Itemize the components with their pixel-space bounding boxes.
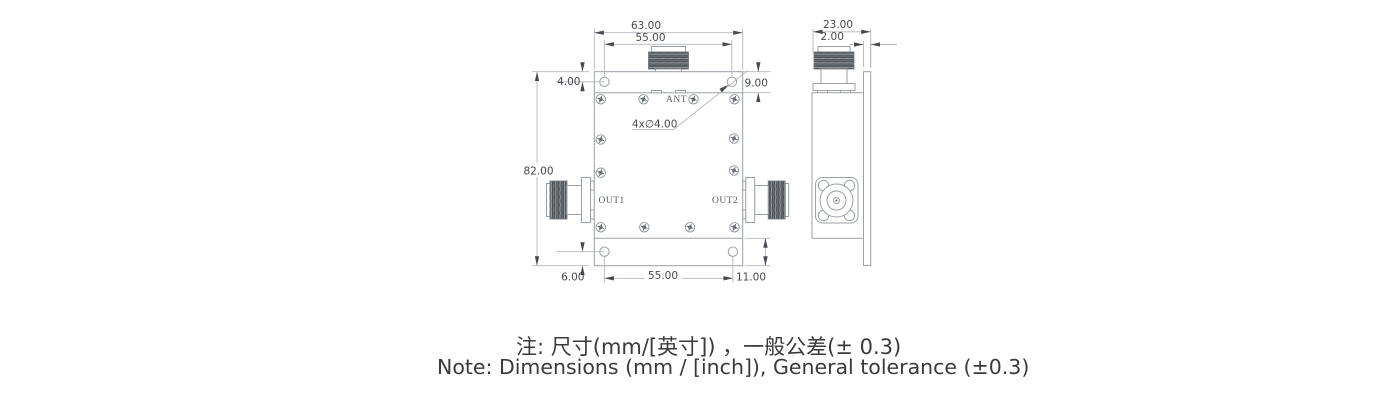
dim-plate-thickness: 2.00 [821, 31, 897, 67]
dim-top-hole-offset: 4.00 [556, 62, 605, 92]
svg-text:82.00: 82.00 [523, 165, 553, 177]
svg-text:4.00: 4.00 [557, 76, 580, 88]
note-line-en: Note: Dimensions (mm / [inch]), General … [437, 355, 1030, 379]
svg-text:6.00: 6.00 [561, 272, 584, 284]
screw-icon [595, 134, 606, 145]
front-plate-outline [593, 71, 744, 267]
note-line-zh: 注: 尺寸(mm/[英寸]) ，一般公差(± 0.3) [516, 335, 902, 359]
screw-icon [595, 167, 606, 178]
ant-foot-left [651, 90, 662, 94]
dim-bottom-hole-offset: 6.00 [556, 242, 605, 284]
mounting-hole [726, 76, 738, 87]
svg-text:23.00: 23.00 [823, 19, 853, 31]
dim-top-band-height: 9.00 [742, 62, 771, 103]
svg-text:63.00: 63.00 [631, 20, 661, 32]
port-label-ant: ANT [666, 95, 687, 105]
out2-connector [742, 177, 790, 223]
screw-icon [729, 94, 740, 105]
screw-icon [639, 222, 650, 233]
side-plate-strip [863, 71, 872, 266]
dim-overall-width: 63.00 [593, 20, 744, 70]
svg-text:55.00: 55.00 [635, 32, 665, 44]
svg-text:55.00: 55.00 [648, 270, 678, 282]
front-view: ANT OUT1 OUT2 63.00 55.00 82.00 [521, 20, 790, 284]
svg-text:11.00: 11.00 [736, 272, 766, 284]
dim-bottom-band-height: 11.00 [736, 237, 770, 284]
side-view: 23.00 2.00 [811, 19, 897, 266]
svg-text:2.00: 2.00 [821, 31, 844, 43]
screw-icon [595, 94, 606, 105]
dim-top-hole-spacing: 55.00 [603, 32, 733, 78]
screw-icon [728, 165, 740, 176]
ant-foot-right [675, 90, 686, 94]
svg-text:9.00: 9.00 [745, 78, 768, 90]
screw-icon [688, 94, 699, 105]
screw-icon [729, 222, 740, 233]
port-label-out2: OUT2 [712, 196, 738, 206]
screw-icon [684, 222, 696, 233]
screw-icon [638, 94, 649, 105]
hole-callout: 4x∅4.00 [632, 70, 748, 130]
mounting-hole [727, 246, 739, 257]
dim-overall-height: 82.00 [521, 71, 589, 267]
screw-icon [728, 133, 740, 144]
dim-bottom-hole-spacing: 55.00 [603, 256, 734, 283]
side-ant-connector [812, 46, 856, 94]
screw-icon [595, 222, 606, 233]
port-label-out1: OUT1 [599, 196, 625, 206]
side-flange-connector [815, 177, 859, 224]
out1-connector [546, 177, 595, 223]
hole-callout-text: 4x∅4.00 [632, 118, 677, 130]
